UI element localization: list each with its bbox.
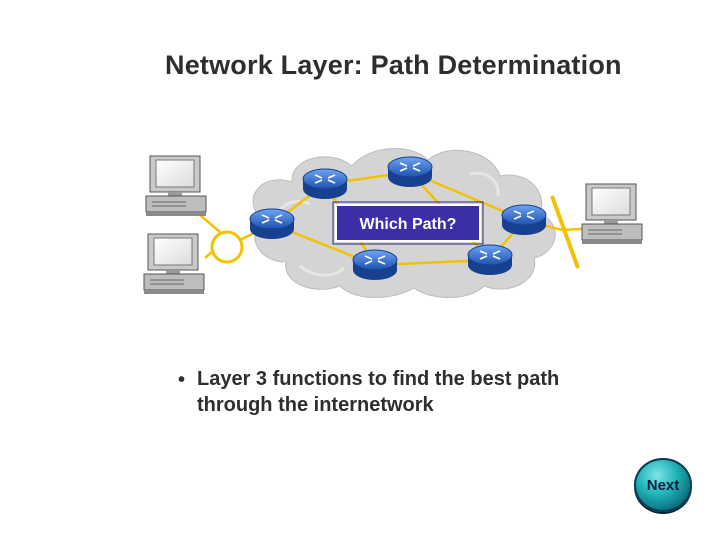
ethernet-bus-icon [550, 195, 580, 269]
router-icon [352, 249, 398, 281]
router-icon [387, 156, 433, 188]
bullet-marker: • [178, 369, 186, 391]
bullet-text: Layer 3 functions to find the best path … [197, 368, 560, 416]
which-path-label-box [335, 204, 481, 242]
token-ring-icon [210, 230, 244, 264]
next-button-label: Next [646, 476, 680, 494]
workstation-icon [581, 183, 643, 245]
router-icon [302, 168, 348, 200]
slide-title: Network Layer: Path Determination [165, 50, 622, 80]
workstation-icon [143, 233, 205, 295]
which-path-label: Which Path? [360, 216, 457, 233]
workstation-icon [145, 155, 207, 217]
next-button[interactable]: Next [634, 458, 692, 512]
router-icon [501, 204, 547, 236]
router-icon [467, 244, 513, 276]
router-icon [249, 208, 295, 240]
